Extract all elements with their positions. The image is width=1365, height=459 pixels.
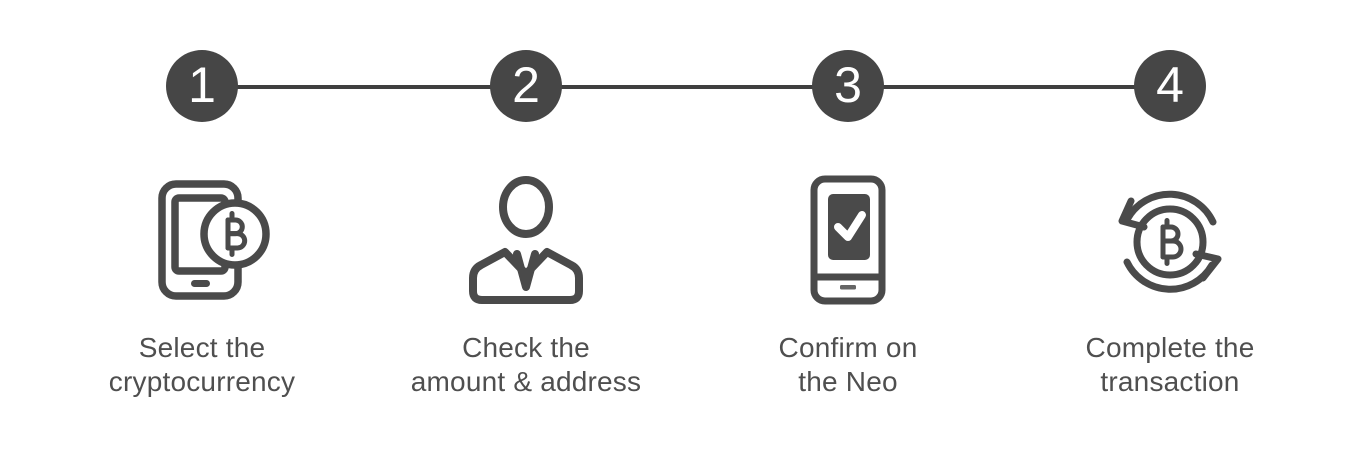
step-1-number-badge: 1 — [166, 50, 238, 122]
step-1-label: Select the cryptocurrency — [41, 331, 363, 399]
step-number: 1 — [188, 57, 216, 113]
step-3-number-badge: 3 — [812, 50, 884, 122]
step-2-number-badge: 2 — [490, 50, 562, 122]
label-line: Check the — [462, 332, 590, 363]
step-4-label: Complete the transaction — [1009, 331, 1331, 399]
step-number: 3 — [834, 57, 862, 113]
step-4-number-badge: 4 — [1134, 50, 1206, 122]
phone-bitcoin-icon — [132, 170, 272, 310]
label-line: Confirm on — [778, 332, 918, 363]
label-line: amount & address — [410, 366, 642, 397]
label-line: cryptocurrency — [108, 366, 296, 397]
device-check-icon — [778, 170, 918, 310]
label-line: the Neo — [798, 366, 898, 397]
step-2-label: Check the amount & address — [365, 331, 687, 399]
label-line: transaction — [1100, 366, 1240, 397]
step-3: 3 Confirm on the Neo — [687, 0, 1009, 459]
step-number: 2 — [512, 57, 540, 113]
step-4: 4 Complete the transaction — [1009, 0, 1331, 459]
connector-line — [202, 85, 1170, 89]
label-line: Complete the — [1085, 332, 1255, 363]
bitcoin-refresh-icon — [1100, 170, 1240, 310]
step-1: 1 Select the cryptocurrency — [41, 0, 363, 459]
step-3-label: Confirm on the Neo — [687, 331, 1009, 399]
person-tie-icon — [456, 170, 596, 310]
label-line: Select the — [138, 332, 266, 363]
step-2: 2 Check the amount & address — [365, 0, 687, 459]
step-number: 4 — [1156, 57, 1184, 113]
